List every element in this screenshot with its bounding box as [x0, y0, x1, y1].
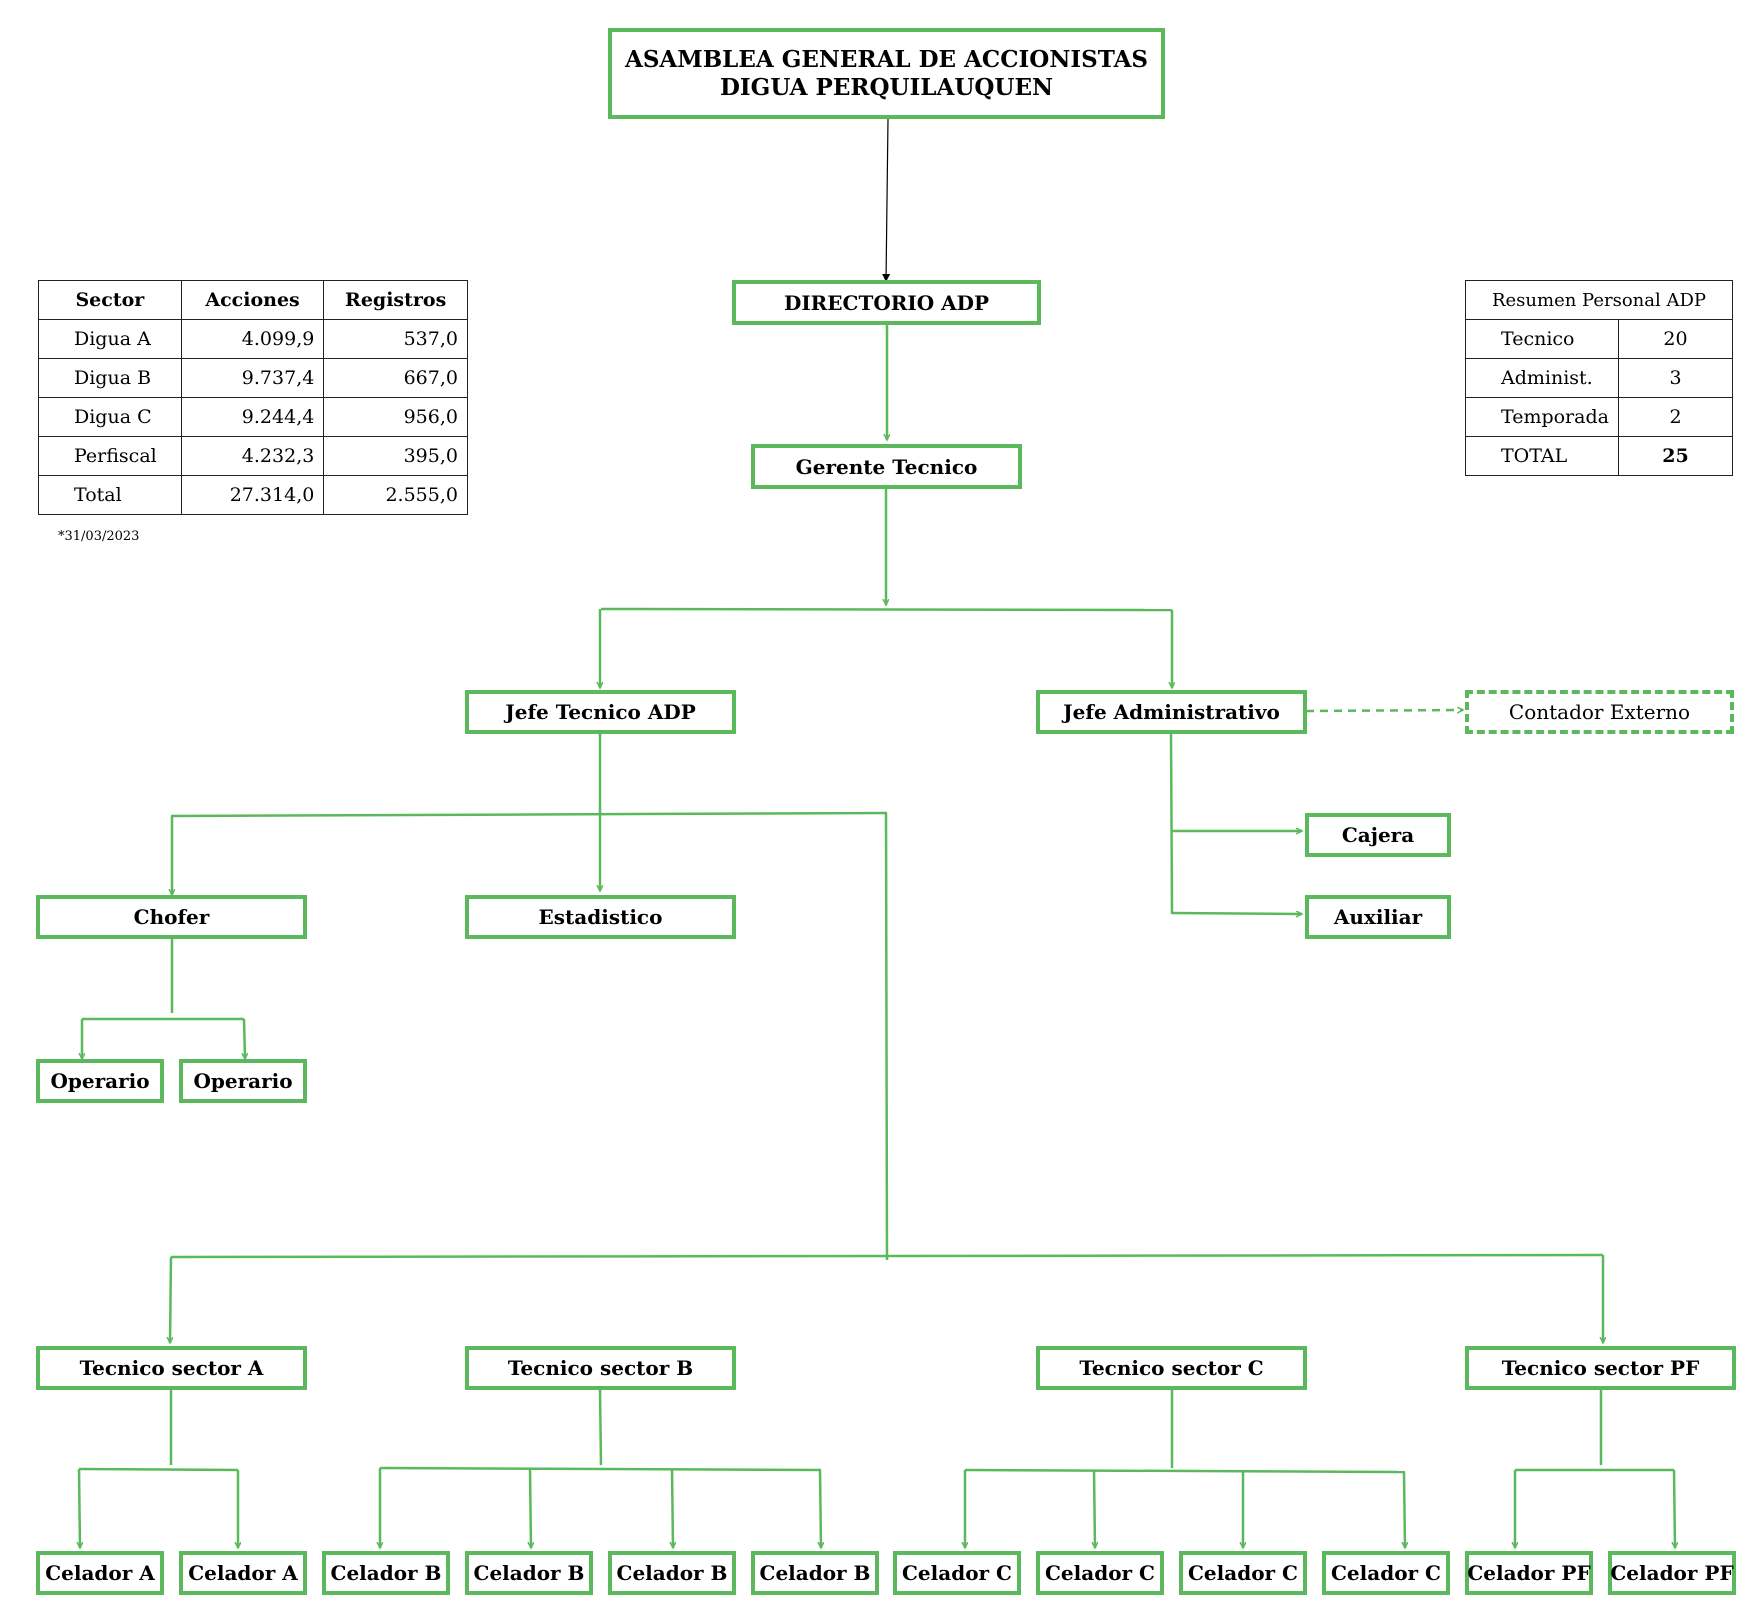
date-note: *31/03/2023 [58, 529, 140, 544]
node-celador: Celador A [179, 1551, 307, 1595]
node-jefe-tecnico: Jefe Tecnico ADP [465, 690, 736, 734]
node-tecnico-sector-b: Tecnico sector B [465, 1346, 736, 1390]
node-celador: Celador A [36, 1551, 164, 1595]
personal-label: Administ. [1465, 358, 1619, 398]
personal-label: Tecnico [1465, 319, 1619, 359]
node-tecnico-sector-pf: Tecnico sector PF [1465, 1346, 1736, 1390]
node-operario: Operario [179, 1059, 307, 1103]
table-row: Temporada 2 [1465, 397, 1734, 437]
table-row: Digua A 4.099,9 537,0 [38, 319, 468, 359]
node-celador: Celador B [322, 1551, 450, 1595]
node-tecnico-sector-c: Tecnico sector C [1036, 1346, 1307, 1390]
asamblea-line2: DIGUA PERQUILAUQUEN [719, 73, 1054, 101]
table-row: Digua C 9.244,4 956,0 [38, 397, 468, 437]
node-celador: Celador C [1179, 1551, 1307, 1595]
personal-table-title: Resumen Personal ADP [1465, 280, 1733, 320]
node-tecnico-sector-a: Tecnico sector A [36, 1346, 307, 1390]
node-celador: Celador B [465, 1551, 593, 1595]
split-line-jefe-tecnico [170, 811, 888, 818]
node-chofer: Chofer [36, 895, 307, 939]
node-celador: Celador B [608, 1551, 736, 1595]
node-auxiliar: Auxiliar [1305, 895, 1451, 939]
acciones-cell: 4.232,3 [180, 436, 325, 476]
asamblea-line1: ASAMBLEA GENERAL DE ACCIONISTAS [624, 45, 1149, 73]
personal-total-value: 25 [1617, 436, 1734, 476]
edge-tecnicos-trunk [884, 812, 889, 1261]
edge-tec-a [170, 1256, 171, 1343]
edge-operario-2 [244, 1018, 245, 1059]
registros-cell: 537,0 [323, 319, 468, 359]
acciones-cell: 27.314,0 [180, 475, 325, 515]
registros-cell: 395,0 [323, 436, 468, 476]
node-directorio: DIRECTORIO ADP [732, 280, 1041, 325]
personal-total-label: TOTAL [1465, 436, 1619, 476]
sector-cell: Digua A [38, 319, 182, 359]
split-line-jefes [600, 607, 1173, 612]
personal-value: 2 [1617, 397, 1734, 437]
node-celador: Celador B [751, 1551, 879, 1595]
sector-cell: Total [38, 475, 182, 515]
personal-label: Temporada [1465, 397, 1619, 437]
node-celador: Celador C [1036, 1551, 1164, 1595]
node-jefe-administrativo: Jefe Administrativo [1036, 690, 1307, 734]
table-row: Digua B 9.737,4 667,0 [38, 358, 468, 398]
table-row: Administ. 3 [1465, 358, 1734, 398]
acciones-cell: 9.244,4 [180, 397, 325, 437]
table-row: Perfiscal 4.232,3 395,0 [38, 436, 468, 476]
acciones-cell: 4.099,9 [180, 319, 325, 359]
registros-cell: 2.555,0 [323, 475, 468, 515]
split-line-tecnicos [170, 1253, 1604, 1259]
personal-value: 20 [1617, 319, 1734, 359]
node-gerente-tecnico: Gerente Tecnico [751, 444, 1022, 489]
table-header-row: Resumen Personal ADP [1465, 280, 1733, 320]
registros-cell: 956,0 [323, 397, 468, 437]
table-row: TOTAL 25 [1465, 436, 1734, 476]
table-header-row: Sector Acciones Registros [38, 280, 468, 320]
table-row: Total 27.314,0 2.555,0 [38, 475, 468, 515]
edge-contador-externo [1305, 710, 1463, 711]
header-acciones: Acciones [180, 280, 325, 320]
personal-summary-table: Resumen Personal ADP Tecnico 20 Administ… [1465, 280, 1734, 476]
node-estadistico: Estadistico [465, 895, 736, 939]
header-sector: Sector [38, 280, 182, 320]
node-celador: Celador PF [1608, 1551, 1736, 1595]
node-contador-externo: Contador Externo [1465, 690, 1734, 734]
sector-cell: Digua C [38, 397, 182, 437]
registros-cell: 667,0 [323, 358, 468, 398]
node-operario: Operario [36, 1059, 164, 1103]
sector-cell: Digua B [38, 358, 182, 398]
node-celador: Celador C [1322, 1551, 1450, 1595]
personal-value: 3 [1617, 358, 1734, 398]
sector-cell: Perfiscal [38, 436, 182, 476]
header-registros: Registros [323, 280, 468, 320]
acciones-cell: 9.737,4 [180, 358, 325, 398]
node-celador: Celador C [893, 1551, 1021, 1595]
node-celador: Celador PF [1465, 1551, 1593, 1595]
edge-asamblea-directorio [882, 118, 891, 283]
edge-auxiliar [1171, 913, 1302, 914]
node-cajera: Cajera [1305, 813, 1451, 857]
sector-table: Sector Acciones Registros Digua A 4.099,… [38, 280, 468, 515]
table-row: Tecnico 20 [1465, 319, 1734, 359]
node-asamblea: ASAMBLEA GENERAL DE ACCIONISTAS DIGUA PE… [608, 28, 1165, 119]
